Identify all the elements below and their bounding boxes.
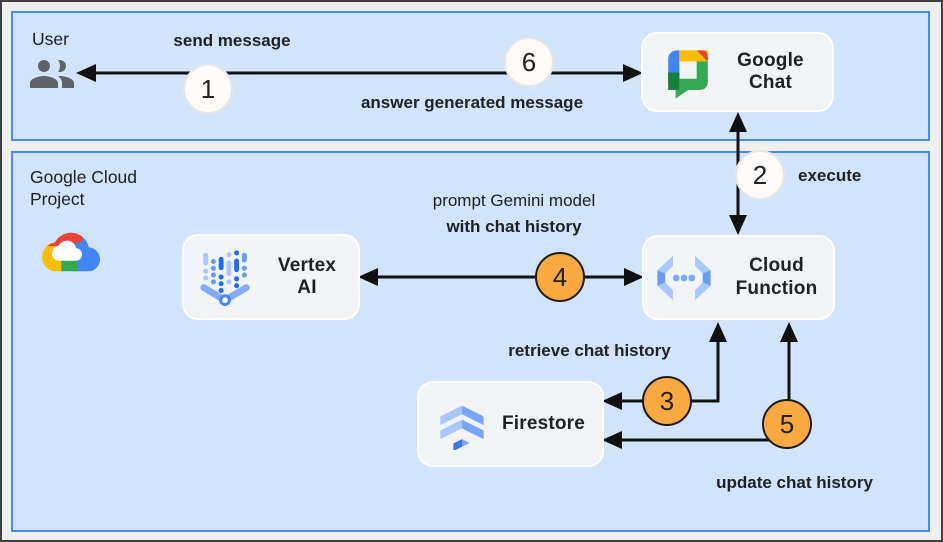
label-prompt-gemini-line2: with chat history [446, 216, 582, 236]
label-send-message: send message [173, 31, 291, 50]
step-badge-2: 2 [735, 150, 785, 200]
label-execute: execute [798, 166, 862, 185]
google-cloud-logo [42, 223, 100, 272]
cloud-function-icon [653, 253, 715, 303]
google-chat-logo [662, 43, 714, 101]
gcp-zone-label: Google Cloud Project [30, 167, 138, 210]
step-badge-4: 4 [535, 252, 585, 302]
user-zone-label: User [32, 29, 69, 49]
label-answer-generated-message: answer generated message [360, 93, 584, 112]
node-firestore: Firestore [417, 381, 604, 467]
node-label-vertex-ai: Vertex AI [277, 254, 337, 298]
label-prompt-gemini: prompt Gemini model with chat history [404, 188, 624, 239]
node-cloud-function: Cloud Function [642, 235, 835, 320]
vertex-ai-icon [196, 247, 254, 307]
firestore-icon [436, 398, 488, 450]
node-label-google-chat: Google Chat [737, 49, 804, 93]
step-badge-5: 5 [762, 399, 812, 449]
step-badge-1: 1 [183, 64, 233, 114]
step-badge-3: 3 [642, 376, 692, 426]
label-update-chat-history: update chat history [716, 473, 873, 492]
node-label-firestore: Firestore [501, 412, 586, 434]
people-icon [28, 50, 76, 92]
label-retrieve-chat-history: retrieve chat history [508, 341, 671, 360]
node-google-chat: Google Chat [641, 32, 834, 112]
node-label-cloud-function: Cloud Function [735, 255, 818, 299]
label-prompt-gemini-line1: prompt Gemini model [432, 191, 596, 210]
node-vertex-ai: Vertex AI [182, 234, 360, 320]
step-badge-6: 6 [504, 37, 554, 87]
